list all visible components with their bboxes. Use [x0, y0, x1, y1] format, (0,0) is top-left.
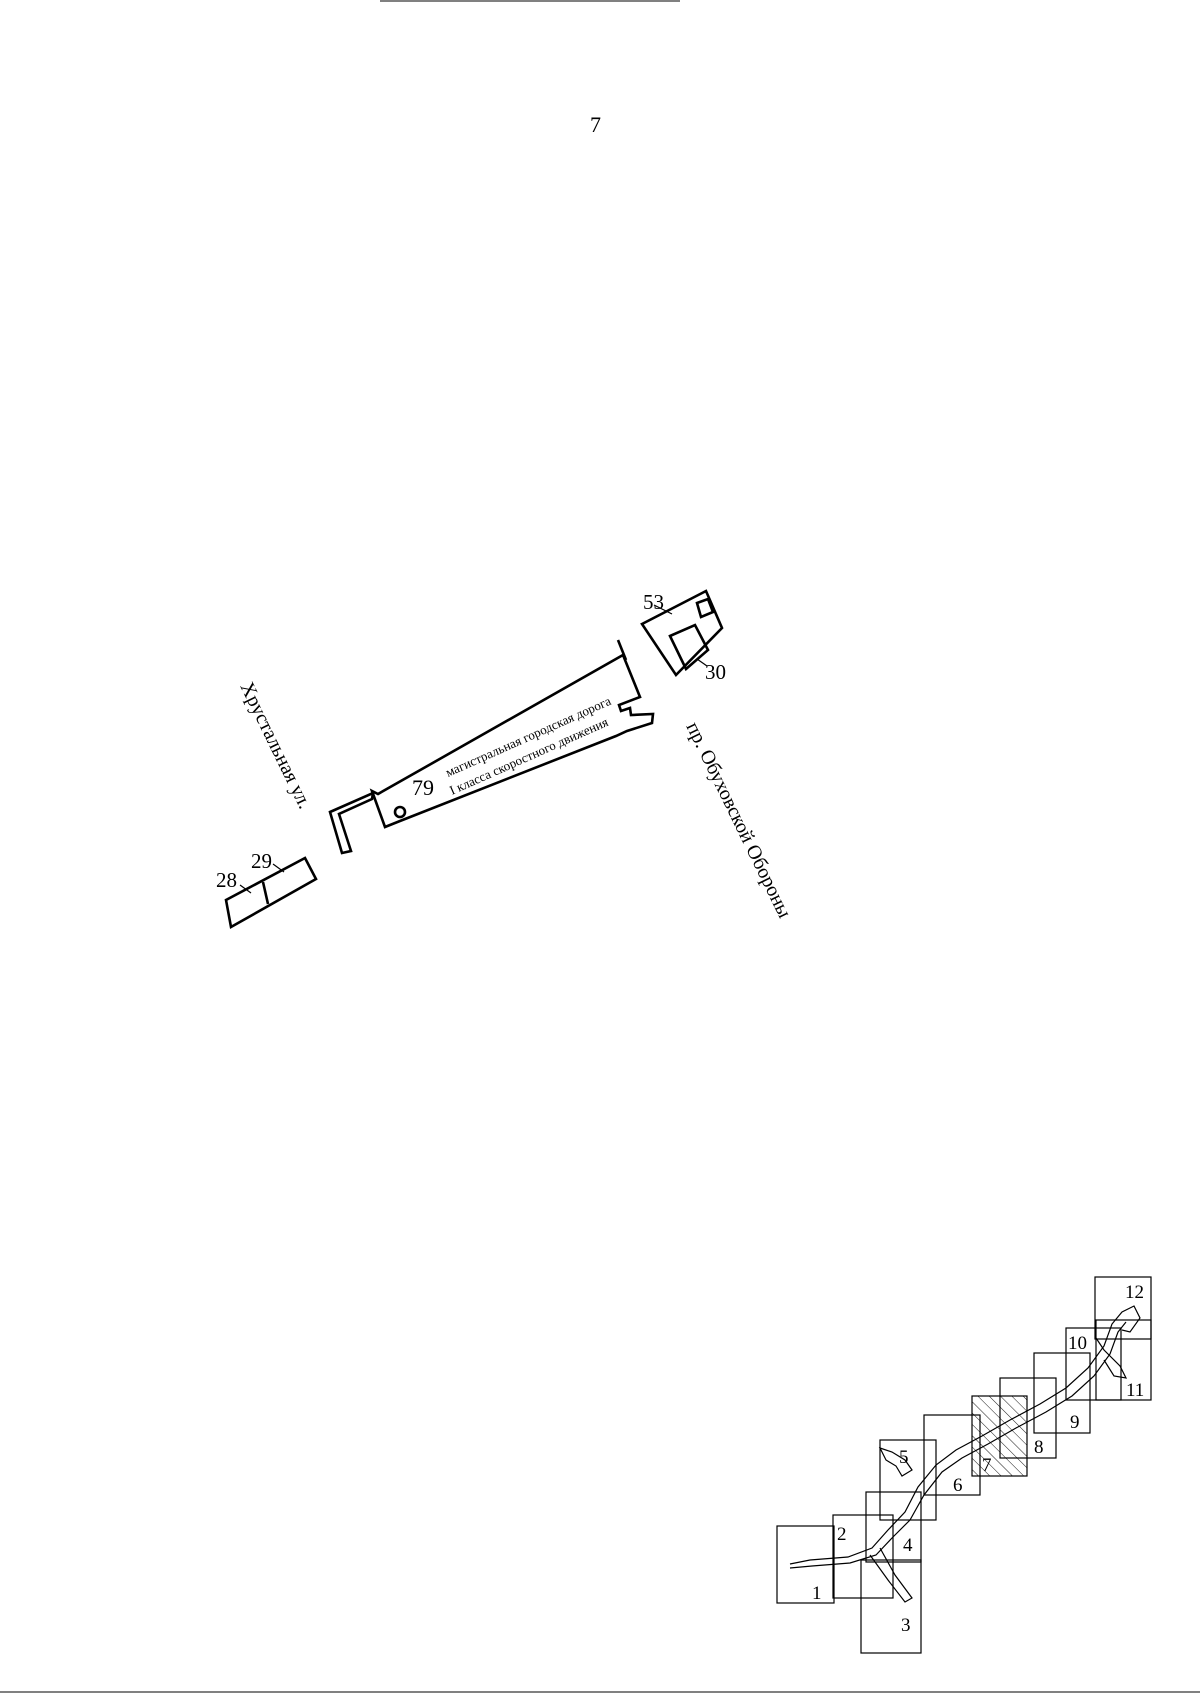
- leader-28: [239, 884, 252, 894]
- index-labels: 1 2 3 4 5 6 7 8 9 10 11 12: [812, 1282, 1144, 1636]
- index-sheet-8: [999, 1377, 1057, 1459]
- index-branch-north: [1095, 1337, 1128, 1379]
- index-sheet-3: [860, 1559, 922, 1654]
- index-branch-south: [869, 1547, 913, 1603]
- index-label-1: 1: [812, 1583, 822, 1604]
- index-sheet-9: [1033, 1352, 1091, 1434]
- index-label-3: 3: [901, 1615, 911, 1636]
- index-label-4: 4: [903, 1535, 913, 1556]
- parcel-label-28: 28: [216, 868, 237, 892]
- index-label-10: 10: [1068, 1333, 1087, 1354]
- leader-30: [696, 658, 708, 667]
- parcel-53: [640, 589, 724, 678]
- road-side-block: [328, 790, 375, 855]
- index-route-edge: [789, 1321, 1127, 1569]
- well-marker: [393, 805, 407, 819]
- index-label-2: 2: [837, 1524, 847, 1545]
- page-number: 7: [590, 112, 601, 137]
- index-sheet-10: [1065, 1327, 1122, 1401]
- small-building: [695, 597, 715, 619]
- parcel-30: [668, 623, 710, 672]
- index-sheet-4: [865, 1491, 922, 1563]
- parcels-28-29: [224, 856, 318, 930]
- street-label-khrustalnaya: Хрустальная ул.: [236, 679, 316, 813]
- index-label-7: 7: [982, 1455, 992, 1476]
- index-label-5: 5: [899, 1447, 909, 1468]
- parcel-label-79: 79: [412, 775, 434, 800]
- index-sheet-11: [1095, 1319, 1152, 1401]
- parcel-label-29: 29: [251, 849, 272, 873]
- road-parcel-79: [328, 639, 655, 855]
- index-label-8: 8: [1034, 1437, 1044, 1458]
- index-label-9: 9: [1070, 1412, 1080, 1433]
- leader-29: [272, 863, 285, 873]
- leader-53: [653, 604, 673, 615]
- index-label-11: 11: [1126, 1380, 1144, 1401]
- index-label-12: 12: [1125, 1282, 1144, 1303]
- road-end-cap: [616, 639, 628, 661]
- index-map: [776, 1276, 1152, 1654]
- index-label-6: 6: [953, 1475, 963, 1496]
- index-sheet-2: [832, 1514, 894, 1599]
- index-sheet-12: [1094, 1276, 1152, 1340]
- parcel-divider: [261, 881, 270, 905]
- index-route: [789, 1305, 1141, 1565]
- parcel-label-30: 30: [705, 660, 726, 684]
- parcel-label-53: 53: [643, 590, 664, 614]
- index-branch-west: [878, 1446, 913, 1477]
- street-label-obukhovskoy-oborony: пр. Обуховской Обороны: [682, 719, 796, 922]
